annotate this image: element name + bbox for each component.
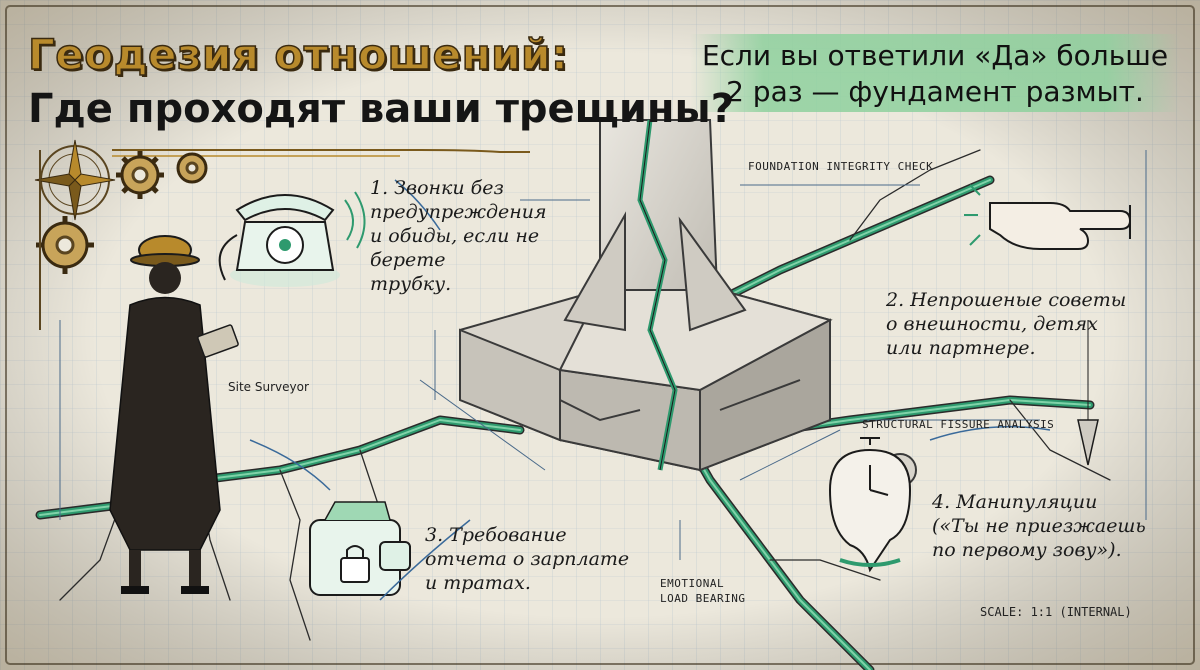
emotional-label-line-1: EMOTIONAL	[660, 577, 725, 590]
locked-wallet-icon	[309, 501, 411, 596]
title-line-2: Где проходят ваши трещины?	[28, 86, 734, 132]
cracked-foundation	[459, 119, 833, 472]
melting-clock-icon	[828, 437, 917, 573]
emotional-label-line-2: LOAD BEARING	[660, 592, 746, 605]
title-line-1: Геодезия отношений:	[27, 29, 569, 80]
item-1-line: предупреждения	[370, 201, 547, 223]
banner-line-1: Если вы ответили «Да» больше	[701, 39, 1169, 72]
gears-icon	[36, 151, 208, 274]
fissure-analysis-label: STRUCTURAL FISSURE ANALYSIS	[862, 418, 1055, 431]
item-4-line: по первому зову»).	[932, 539, 1122, 561]
item-1-line: берете	[370, 249, 446, 271]
item-2-line: о внешности, детях	[886, 313, 1098, 335]
item-3: 3. Требование отчета о зарплате и тратах…	[425, 523, 629, 595]
item-4-line: («Ты не приезжаешь	[932, 515, 1146, 537]
item-1-line: и обиды, если не	[370, 225, 540, 247]
surveyor-figure-icon	[109, 235, 239, 594]
item-2-line: или партнере.	[886, 337, 1036, 359]
pointing-hand-icon	[964, 184, 1132, 250]
item-2-line: 2. Непрошеные советы	[886, 289, 1127, 311]
banner-line-2: 2 раз — фундамент размыт.	[726, 75, 1144, 108]
item-2: 2. Непрошеные советы о внешности, детях …	[886, 288, 1126, 360]
warning-banner: Если вы ответили «Да» больше 2 раз — фун…	[700, 38, 1170, 110]
item-3-line: отчета о зарплате	[425, 548, 630, 570]
item-1-line: трубку.	[370, 273, 452, 295]
item-4: 4. Манипуляции («Ты не приезжаешь по пер…	[932, 490, 1146, 562]
compass-rose-icon	[34, 139, 116, 221]
plumb-bob-icon	[1077, 320, 1099, 466]
foundation-check-label: FOUNDATION INTEGRITY CHECK	[748, 160, 934, 173]
rotary-phone-icon	[218, 191, 366, 287]
item-3-line: 3. Требование	[425, 524, 567, 546]
scale-label: SCALE: 1:1 (INTERNAL)	[980, 605, 1132, 619]
item-4-line: 4. Манипуляции	[932, 491, 1098, 513]
item-1-line: 1. Звонки без	[370, 177, 504, 199]
item-1: 1. Звонки без предупреждения и обиды, ес…	[370, 176, 547, 296]
item-3-line: и тратах.	[425, 572, 531, 594]
surveyor-label: Site Surveyor	[228, 380, 309, 394]
